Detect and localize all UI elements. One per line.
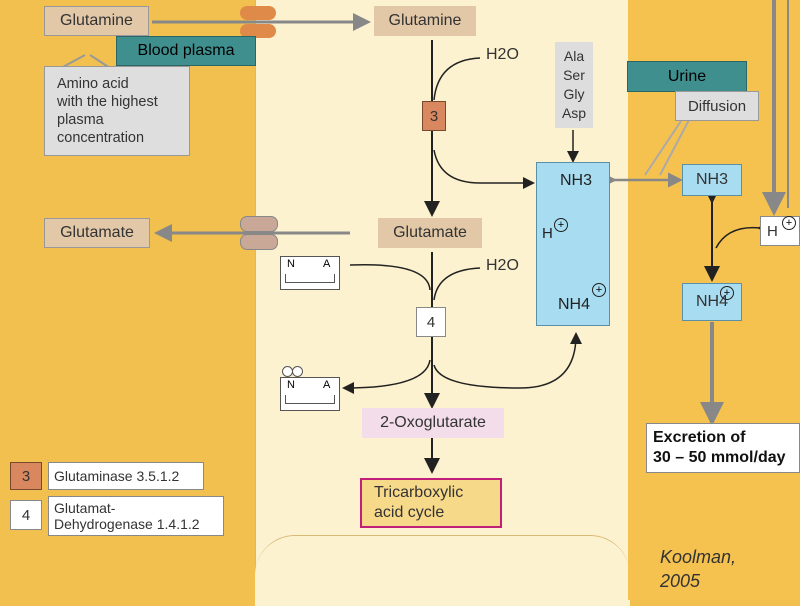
legend-3-text: Glutaminase 3.5.1.2 xyxy=(48,462,204,490)
glutamate-cell-label: Glutamate xyxy=(378,218,482,248)
legend-4-swatch: 4 xyxy=(10,500,42,530)
amino-acid-gly: Gly xyxy=(563,86,585,102)
ammonia-box-cell xyxy=(536,162,610,326)
nadh-out-arrow xyxy=(342,359,431,394)
amino-acids-box: Ala Ser Gly Asp xyxy=(555,42,593,128)
plus-circle-icon: + xyxy=(720,286,734,300)
h2o-label-2: H2O xyxy=(486,257,519,274)
amino-acid-ser: Ser xyxy=(563,67,585,83)
h2o-curve-1 xyxy=(433,57,481,101)
proton-curve-urine xyxy=(715,222,770,249)
oxoglutarate-label: 2-Oxoglutarate xyxy=(362,408,504,438)
amino-acid-note: Amino acid with the highest plasma conce… xyxy=(44,66,190,156)
glutamate-plasma-label: Glutamate xyxy=(44,218,150,248)
diffusion-callout xyxy=(644,117,684,176)
legend-4-text: Glutamat- Dehydrogenase 1.4.1.2 xyxy=(48,496,224,536)
amino-acid-ala: Ala xyxy=(563,48,585,64)
excretion-box: Excretion of 30 – 50 mmol/day xyxy=(646,423,800,473)
nh4-cell-label: NH4 xyxy=(558,296,591,313)
cell-bottom xyxy=(255,535,630,606)
arrow-nh3-release xyxy=(433,149,535,189)
transporter-glutamine-icon xyxy=(236,6,280,40)
h2o-curve-2 xyxy=(433,267,481,301)
blood-plasma-label: Blood plasma xyxy=(116,36,256,66)
glutamine-plasma-label: Glutamine xyxy=(44,6,149,36)
legend-3-swatch: 3 xyxy=(10,462,42,490)
h-plus-cell-label: H xyxy=(542,225,553,242)
arrow-nh4-release xyxy=(433,332,582,389)
plus-circle-icon: + xyxy=(554,218,568,232)
amino-acid-callout xyxy=(60,54,86,69)
amino-acid-asp: Asp xyxy=(561,105,587,121)
nad-plus-icon: N A xyxy=(280,256,340,290)
nh3-cell-label: NH3 xyxy=(560,172,593,189)
glutamine-cell-label: Glutamine xyxy=(374,6,476,36)
nh3-urine-label: NH3 xyxy=(682,164,742,196)
nh4-urine-label: NH4 xyxy=(682,283,742,321)
enzyme-3-marker: 3 xyxy=(422,101,446,131)
nad-in-curve xyxy=(349,263,431,291)
diffusion-label: Diffusion xyxy=(675,91,759,121)
tca-cycle-box: Tricarboxylic acid cycle xyxy=(360,478,502,528)
plus-circle-icon: + xyxy=(592,283,606,297)
h2o-label-1: H2O xyxy=(486,46,519,63)
plus-circle-icon: + xyxy=(782,216,796,230)
nadh-icon: N A xyxy=(280,366,340,411)
credit-text: Koolman, 2005 xyxy=(660,547,737,591)
enzyme-4-marker: 4 xyxy=(416,307,446,337)
urine-label: Urine xyxy=(627,61,747,92)
transporter-glutamate-icon xyxy=(236,216,280,250)
